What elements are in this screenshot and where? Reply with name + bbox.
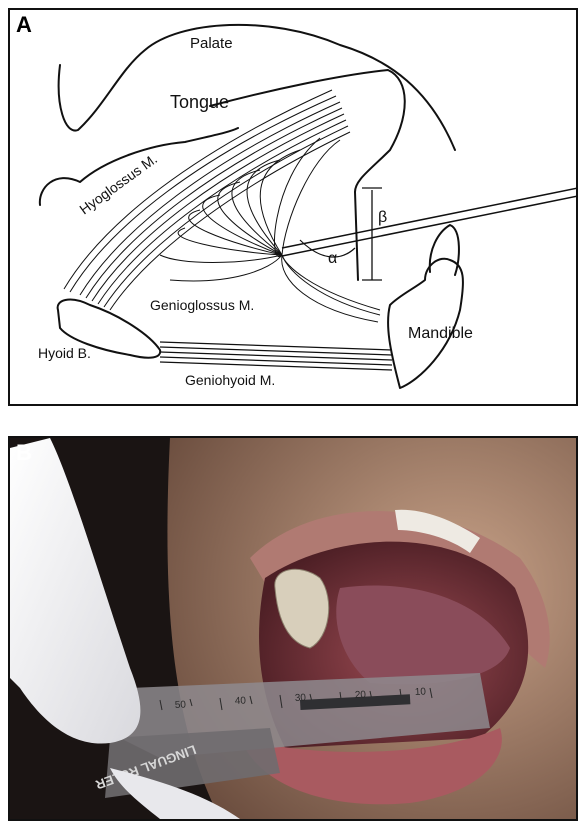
panel-a-diagram: A xyxy=(8,8,578,406)
palate-outline xyxy=(59,25,455,150)
label-genioglossus: Genioglossus M. xyxy=(150,297,254,313)
label-mandible: Mandible xyxy=(408,325,473,342)
panel-b-letter: B xyxy=(16,440,32,466)
label-tongue: Tongue xyxy=(170,92,229,112)
label-beta: β xyxy=(378,209,387,226)
ruler-num-2: 30 xyxy=(295,692,307,704)
mandible-bone xyxy=(388,259,463,388)
label-geniohyoid: Geniohyoid M. xyxy=(185,372,275,388)
ruler-num-3: 20 xyxy=(355,689,367,701)
panel-a-letter: A xyxy=(16,12,32,38)
label-alpha: α xyxy=(328,250,337,267)
ruler-probe xyxy=(282,188,576,256)
ruler-num-4: 10 xyxy=(415,686,427,698)
palate-inner xyxy=(210,70,405,192)
mandible-front xyxy=(355,192,358,280)
panel-b-photo: B xyxy=(8,436,578,821)
label-hyoid: Hyoid B. xyxy=(38,345,91,361)
geniohyoid-fibers xyxy=(160,342,392,370)
tongue-anatomy-drawing: Palate Tongue Hyoglossus M. Genioglossus… xyxy=(10,10,576,404)
ruler-num-0: 50 xyxy=(175,699,187,711)
beta-dimension xyxy=(362,188,382,280)
incisor xyxy=(430,225,459,275)
clinical-photo: 50 40 30 20 10 LINGUAL RULER xyxy=(10,438,576,819)
label-palate: Palate xyxy=(190,35,233,52)
ruler-num-1: 40 xyxy=(235,695,247,707)
